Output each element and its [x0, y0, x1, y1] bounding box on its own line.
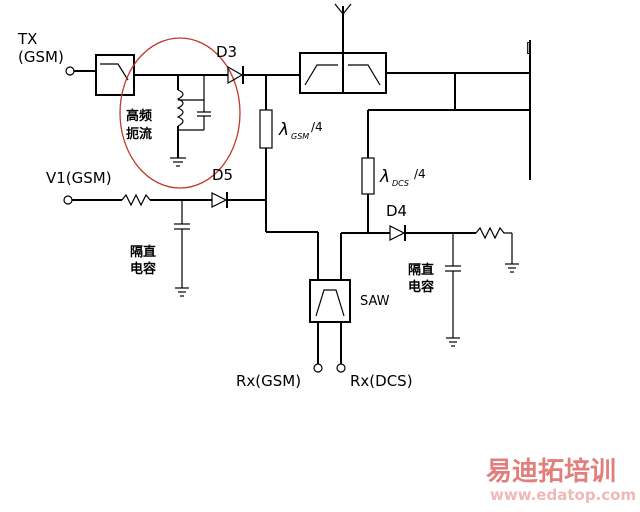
- saw-filter-box: [309, 279, 351, 323]
- saw-label: SAW: [360, 294, 390, 309]
- lambda-dcs-element: [361, 157, 375, 195]
- lambda-dcs-frac: /4: [414, 167, 426, 181]
- d4-resistor: [475, 226, 512, 240]
- lambda-dcs-sub: DCS: [392, 179, 409, 188]
- d4-diode-icon: [389, 225, 406, 241]
- tx-switch-symbol: [100, 63, 129, 81]
- rx-gsm-terminal: [313, 363, 323, 373]
- bandpass-symbol: [315, 289, 345, 317]
- highlight-ellipse: [119, 37, 241, 189]
- hf-choke-label-1: 高频: [126, 108, 152, 124]
- lambda-dcs-symbol: λ: [379, 167, 390, 187]
- lambda-gsm-sub: GSM: [291, 132, 309, 141]
- tx-label: TX: [17, 30, 37, 48]
- d5-label: D5: [212, 166, 233, 184]
- left-block-cap-label-2: 电容: [130, 261, 156, 277]
- tx-terminal: [65, 66, 75, 76]
- v1-resistor: [121, 193, 151, 207]
- watermark-url: www.edatop.com: [490, 486, 636, 504]
- highpass-symbol: [348, 64, 381, 86]
- hf-choke-label-2: 扼流: [126, 126, 152, 142]
- right-block-cap-label-2: 电容: [408, 279, 434, 295]
- right-block-cap-label-1: 隔直: [408, 262, 434, 278]
- lowpass-symbol: [304, 64, 338, 86]
- d4-label: D4: [386, 202, 407, 220]
- choke-inductor: [176, 89, 184, 127]
- lambda-gsm-frac: /4: [311, 120, 323, 134]
- tx-sub-label: (GSM): [18, 48, 64, 66]
- lambda-gsm-symbol: λ: [278, 120, 289, 140]
- left-block-cap-label-1: 隔直: [130, 244, 156, 260]
- lambda-gsm-element: [259, 109, 273, 149]
- rx-gsm-label: Rx(GSM): [236, 372, 301, 390]
- watermark-brand: 易迪拓培训: [486, 457, 616, 487]
- d3-diode-icon: [227, 65, 244, 85]
- d3-label: D3: [216, 43, 237, 61]
- bus-edge-mark: [: [526, 41, 531, 56]
- v1-label: V1(GSM): [46, 169, 112, 187]
- v1-terminal: [63, 195, 73, 205]
- rx-dcs-terminal: [336, 363, 346, 373]
- d5-diode-icon: [211, 192, 228, 208]
- rx-dcs-label: Rx(DCS): [350, 372, 413, 390]
